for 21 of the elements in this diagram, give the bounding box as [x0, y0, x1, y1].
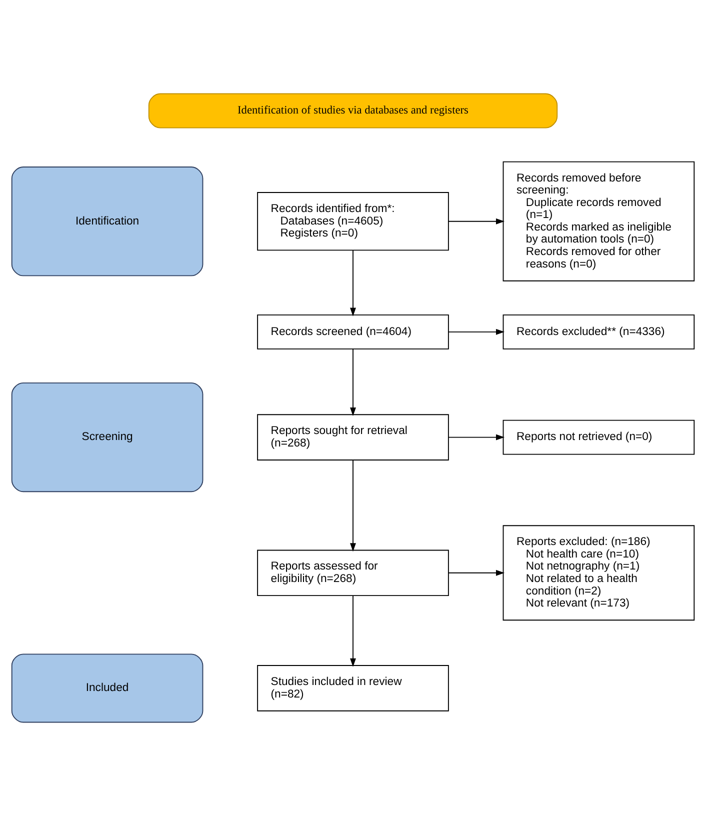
arrow — [448, 218, 504, 224]
node-box: Identification — [11, 166, 204, 276]
arrow — [350, 594, 356, 666]
node-box: Records screened (n=4604) — [257, 314, 449, 349]
node-box: Included — [11, 653, 204, 722]
node-box: Reports excluded: (n=186) Not health care (n=10) Not netnography (n=1) Not related to a health condition (n=2) Not relevant (n=173) — [502, 524, 695, 620]
node-box: Reports assessed for eligibility (n=268) — [257, 549, 449, 596]
arrow — [448, 569, 504, 576]
node-box: Reports sought for retrieval (n=268) — [257, 414, 449, 460]
node-box: Records removed before screening: Duplicate records removed (n=1) Records marked as ineligible by automation tools (n=0) Records removed for other reasons (n=0) — [502, 160, 695, 281]
arrow — [350, 249, 356, 316]
node-box: Studies included in review (n=82) — [257, 664, 449, 711]
arrow — [448, 328, 504, 334]
arrow — [350, 348, 356, 416]
node-box: Records excluded** (n=4336) — [502, 314, 695, 349]
node-box: Records identified from*: Databases (n=4605) Registers (n=0) — [257, 192, 449, 250]
node-box: Reports not retrieved (n=0) — [502, 419, 695, 454]
arrow — [448, 434, 504, 440]
node-box: Identification of studies via databases and registers — [148, 92, 558, 128]
arrow — [350, 459, 356, 552]
node-box: Screening — [11, 382, 204, 492]
